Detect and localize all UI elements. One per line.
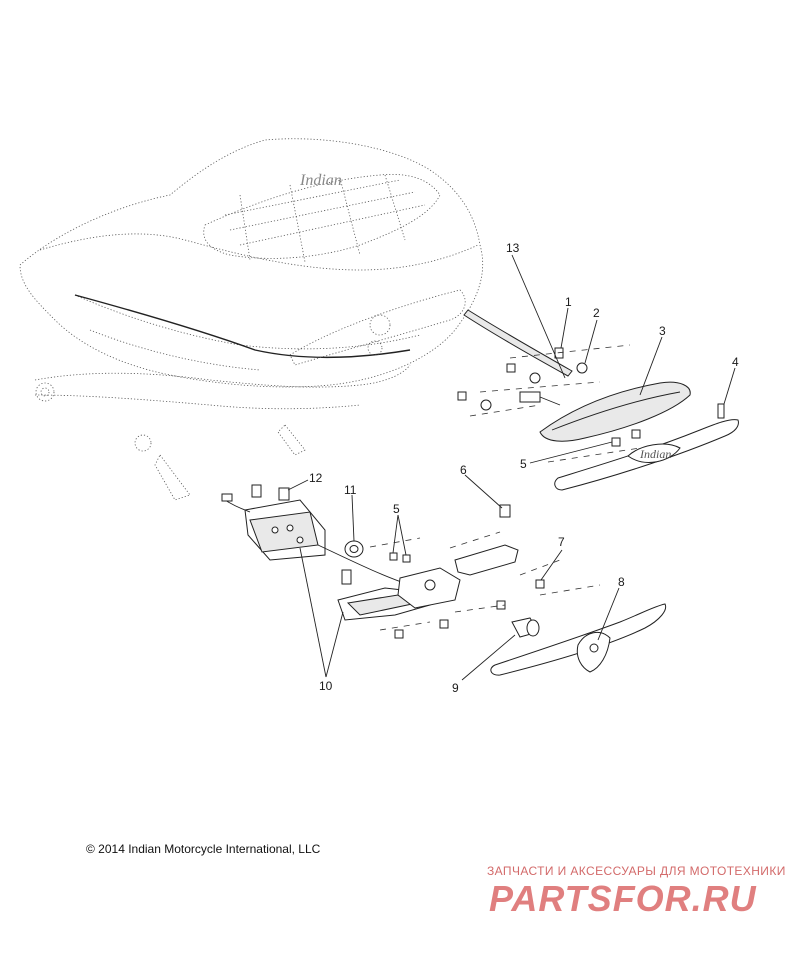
callout-3: 3 <box>659 324 666 338</box>
part-7-screw <box>535 579 545 589</box>
callout-6: 6 <box>460 463 467 477</box>
part-9-lock-cylinder <box>511 617 540 638</box>
callout-5-middle: 5 <box>393 502 400 516</box>
callout-1: 1 <box>565 295 572 309</box>
callout-10: 10 <box>319 679 333 693</box>
part-12-bushing <box>251 484 290 501</box>
callout-9: 9 <box>452 681 459 695</box>
callout-13: 13 <box>506 241 520 255</box>
callout-5-upper: 5 <box>520 457 527 471</box>
svg-text:Indian: Indian <box>639 447 671 461</box>
callout-8: 8 <box>618 575 625 589</box>
part-11-grommet <box>344 540 364 558</box>
callout-12: 12 <box>309 471 323 485</box>
watermark-logo: PARTSFOR.RU <box>489 878 757 919</box>
part-13-weatherstrip <box>463 309 573 377</box>
part-2-nut <box>480 362 588 411</box>
callout-4: 4 <box>732 355 739 369</box>
alignment-lines <box>369 344 641 631</box>
part-1-screw <box>457 347 564 401</box>
svg-text:Indian: Indian <box>299 172 342 189</box>
part-3-lamp-lens <box>539 381 691 442</box>
watermark-tagline: ЗАПЧАСТИ И АКСЕССУАРЫ ДЛЯ МОТОТЕХНИКИ <box>487 864 786 878</box>
trunk-outline: Indian <box>19 138 484 501</box>
copyright-notice: © 2014 Indian Motorcycle International, … <box>86 842 321 856</box>
part-10-latch-bracket <box>221 493 519 621</box>
callout-11: 11 <box>344 483 357 497</box>
callout-2: 2 <box>593 306 600 320</box>
part-8-handle-trim <box>490 603 667 676</box>
callouts: 1 2 3 4 5 5 6 7 8 9 10 11 12 13 <box>309 241 739 695</box>
lamp-connector <box>519 391 561 406</box>
leader-lines <box>287 254 736 681</box>
part-4-emblem-trim: Indian <box>554 403 739 491</box>
callout-7: 7 <box>558 535 565 549</box>
